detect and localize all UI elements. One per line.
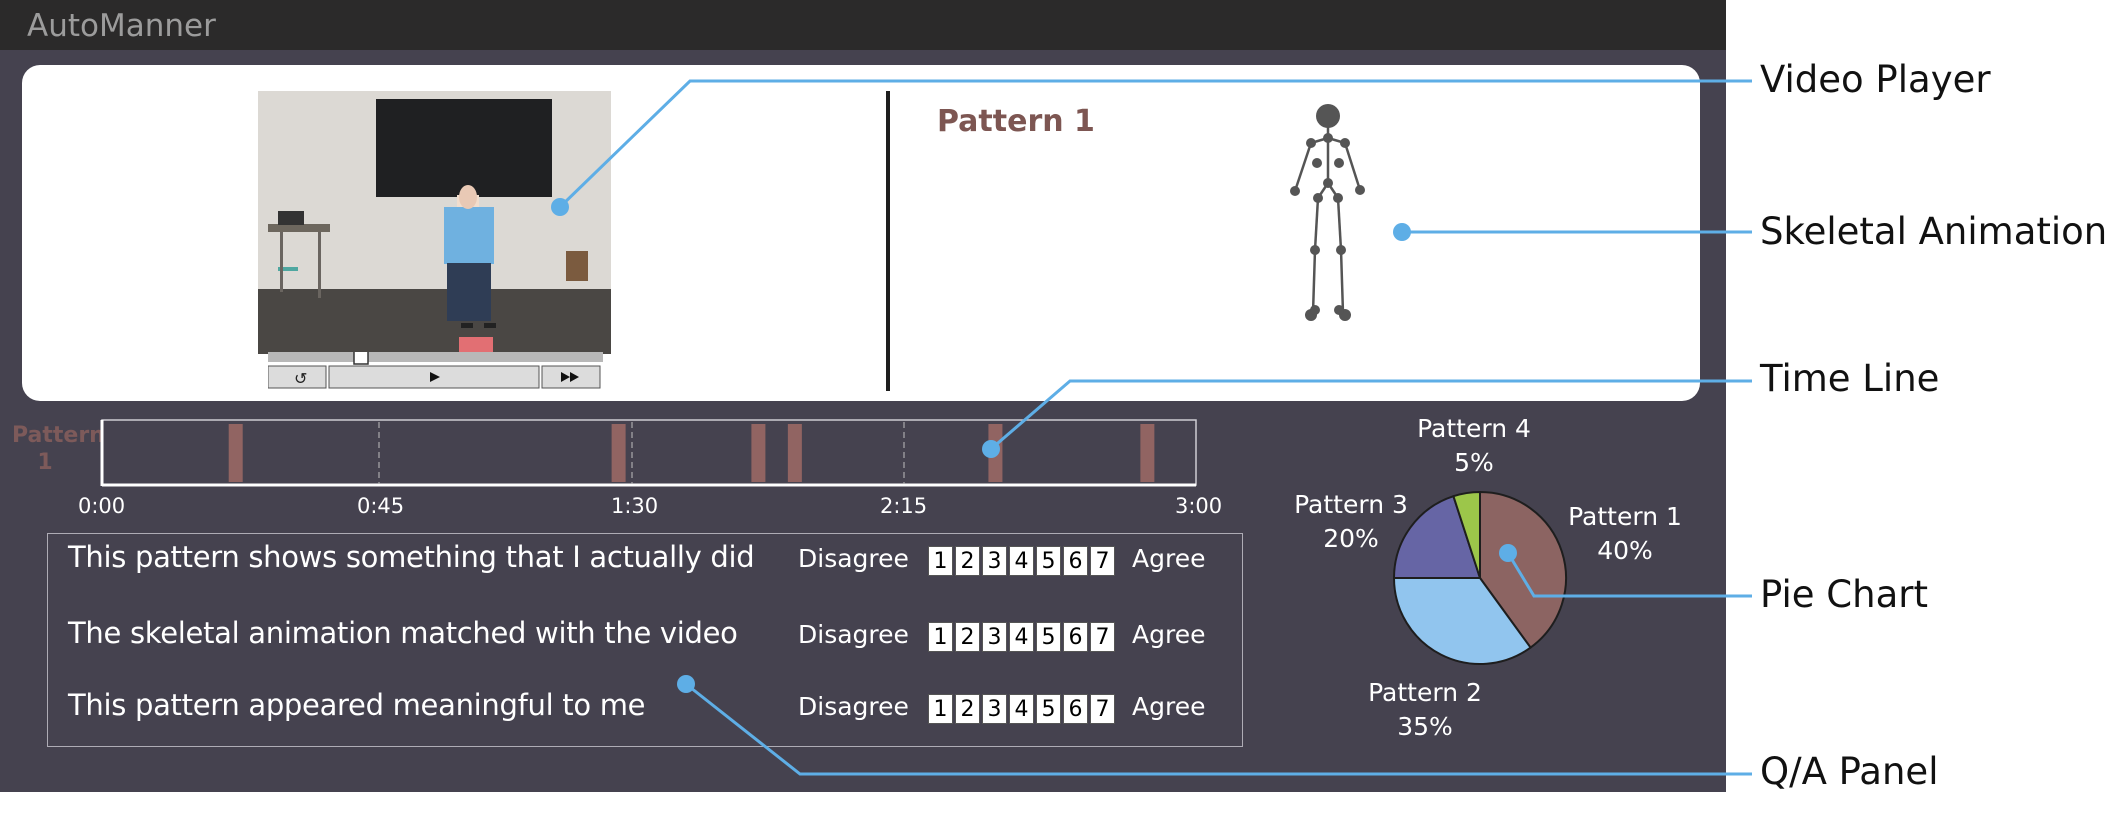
fast-forward-icon	[561, 372, 579, 382]
pie-slice-percent: 40%	[1597, 536, 1653, 565]
likert-option-5[interactable]: 5	[1036, 546, 1061, 576]
callout-skeletal-animation: Skeletal Animation	[1760, 210, 2108, 253]
agree-label: Agree	[1132, 620, 1206, 649]
likert-option-5[interactable]: 5	[1036, 694, 1061, 724]
pie-slice-percent: 5%	[1454, 448, 1494, 477]
callout-video-player: Video Player	[1760, 58, 1991, 101]
likert-option-3[interactable]: 3	[982, 622, 1007, 652]
qa-question: This pattern appeared meaningful to me	[68, 688, 646, 722]
timeline-pattern-label: Pattern 1	[12, 423, 105, 475]
pie-label-pattern-2: Pattern 2 35%	[1360, 676, 1490, 744]
timeline-event-mark[interactable]	[1140, 424, 1155, 482]
likert-option-2[interactable]: 2	[955, 622, 980, 652]
callout-time-line: Time Line	[1760, 357, 1940, 400]
disagree-label: Disagree	[798, 692, 909, 721]
timeline-event-mark[interactable]	[228, 424, 243, 482]
likert-option-4[interactable]: 4	[1009, 694, 1034, 724]
pie-slice-percent: 20%	[1323, 524, 1379, 553]
replay-button[interactable]	[268, 365, 327, 389]
title-bar: AutoManner	[0, 0, 1726, 50]
agree-label: Agree	[1132, 692, 1206, 721]
pie-label-pattern-3: Pattern 3 20%	[1286, 488, 1416, 556]
likert-option-7[interactable]: 7	[1090, 546, 1115, 576]
likert-option-6[interactable]: 6	[1063, 622, 1088, 652]
timeline[interactable]	[100, 418, 1200, 488]
timeline-tick: 2:15	[880, 494, 928, 518]
timeline-tick: 0:45	[357, 494, 405, 518]
pie-slice-percent: 35%	[1397, 712, 1453, 741]
timeline-tick: 3:00	[1175, 494, 1223, 518]
stage-divider	[886, 91, 890, 391]
pattern-pie-chart	[1392, 490, 1567, 665]
pie-slice	[1392, 494, 1482, 579]
likert-option-3[interactable]: 3	[982, 694, 1007, 724]
qa-row: This pattern shows something that I actu…	[48, 540, 1244, 580]
app-title: AutoManner	[27, 8, 216, 44]
pie-slice	[1452, 490, 1481, 579]
qa-question: This pattern shows something that I actu…	[68, 540, 755, 574]
app-window: AutoManner ↺ Pattern 1	[0, 0, 1726, 792]
qa-question: The skeletal animation matched with the …	[68, 616, 738, 650]
seek-handle[interactable]	[353, 352, 369, 365]
pie-slice	[1392, 577, 1532, 665]
pie-label-pattern-4: Pattern 4 5%	[1409, 412, 1539, 480]
likert-option-6[interactable]: 6	[1063, 694, 1088, 724]
qa-row: The skeletal animation matched with the …	[48, 616, 1244, 656]
likert-scale: 1 2 3 4 5 6 7	[928, 546, 1117, 578]
likert-option-4[interactable]: 4	[1009, 546, 1034, 576]
qa-panel: This pattern shows something that I actu…	[47, 533, 1243, 747]
timeline-event-mark[interactable]	[787, 424, 802, 482]
play-icon	[430, 372, 440, 382]
likert-option-4[interactable]: 4	[1009, 622, 1034, 652]
likert-option-5[interactable]: 5	[1036, 622, 1061, 652]
timeline-event-mark[interactable]	[988, 424, 1003, 482]
disagree-label: Disagree	[798, 544, 909, 573]
callout-qa-panel: Q/A Panel	[1760, 750, 1939, 793]
pie-slice-name: Pattern 3	[1294, 490, 1408, 519]
pie-slice-name: Pattern 4	[1417, 414, 1531, 443]
timeline-tick: 1:30	[611, 494, 659, 518]
timeline-event-mark[interactable]	[611, 424, 626, 482]
pattern-title: Pattern 1	[937, 104, 1095, 139]
likert-option-7[interactable]: 7	[1090, 622, 1115, 652]
agree-label: Agree	[1132, 544, 1206, 573]
timeline-event-mark[interactable]	[751, 424, 766, 482]
pie-slice-name: Pattern 2	[1368, 678, 1482, 707]
likert-scale: 1 2 3 4 5 6 7	[928, 622, 1117, 654]
likert-option-2[interactable]: 2	[955, 694, 980, 724]
qa-row: This pattern appeared meaningful to me D…	[48, 688, 1244, 728]
callout-pie-chart: Pie Chart	[1760, 573, 1928, 616]
video-controls: ↺	[268, 352, 603, 389]
pie-slice-name: Pattern 1	[1568, 502, 1682, 531]
pie-label-pattern-1: Pattern 1 40%	[1560, 500, 1690, 568]
likert-option-6[interactable]: 6	[1063, 546, 1088, 576]
skeleton-figure	[1290, 104, 1365, 321]
likert-option-3[interactable]: 3	[982, 546, 1007, 576]
likert-option-1[interactable]: 1	[928, 694, 953, 724]
likert-option-2[interactable]: 2	[955, 546, 980, 576]
likert-option-1[interactable]: 1	[928, 622, 953, 652]
likert-scale: 1 2 3 4 5 6 7	[928, 694, 1117, 726]
likert-option-7[interactable]: 7	[1090, 694, 1115, 724]
likert-option-1[interactable]: 1	[928, 546, 953, 576]
timeline-tick: 0:00	[78, 494, 126, 518]
video-frame[interactable]	[258, 91, 611, 354]
replay-icon: ↺	[294, 369, 307, 388]
disagree-label: Disagree	[798, 620, 909, 649]
